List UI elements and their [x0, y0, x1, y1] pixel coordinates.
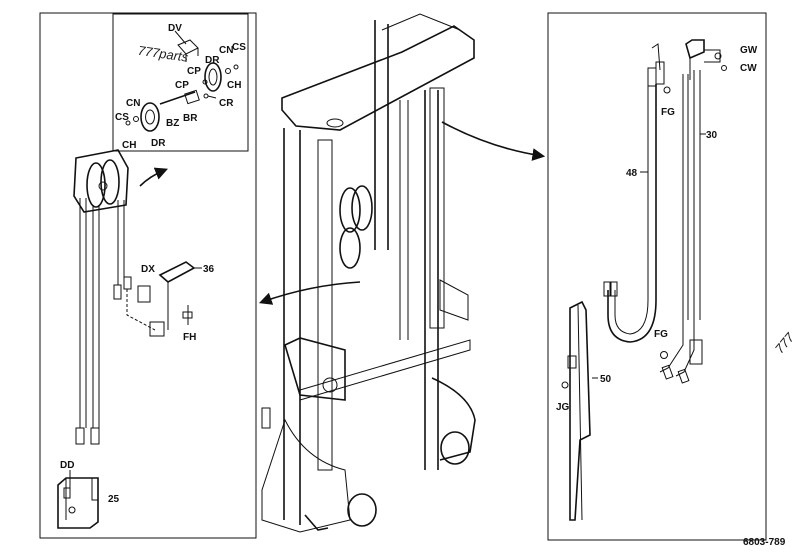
arrow-to-right-panel [441, 121, 546, 161]
label-dr-left: DR [151, 138, 166, 149]
screw-cs-left [125, 120, 131, 126]
hose-set-left [75, 198, 156, 445]
label-bz: BZ [166, 118, 179, 129]
shaft [159, 91, 196, 105]
carriage [284, 337, 346, 401]
label-cn-left: CN [126, 98, 140, 109]
label-cp-mid: CP [175, 80, 189, 91]
rail-50 [561, 300, 598, 521]
pulley-block [73, 149, 129, 213]
label-dr-top: DR [205, 55, 220, 66]
watermark-inset: 777parts [137, 43, 190, 65]
label-dd: DD [60, 460, 74, 471]
lift-cylinder-right [429, 87, 445, 329]
pulley-dr-top [204, 62, 222, 92]
washer-cn-top [225, 68, 231, 74]
left-panel-frame [39, 12, 257, 539]
label-50: 50 [600, 374, 612, 385]
lower-bracket [57, 470, 99, 529]
label-25: 25 [108, 494, 120, 505]
fitting-dx [137, 261, 202, 337]
arrow-to-inset [139, 167, 168, 187]
screw-cs-top [233, 64, 239, 70]
label-fg-top: FG [661, 107, 675, 118]
hose-set-right [603, 39, 727, 384]
label-cs-top: CS [232, 42, 246, 53]
label-cr: CR [219, 98, 234, 109]
arrow-to-left-panel [258, 281, 361, 305]
label-30: 30 [706, 130, 718, 141]
washer-cn-left [133, 116, 139, 122]
label-ch-top: CH [227, 80, 241, 91]
label-jg: JG [556, 402, 570, 413]
label-dv: DV [168, 23, 182, 34]
right-panel-frame [547, 12, 767, 541]
right-panel: GW CW FG 30 48 FG 50 JG [547, 12, 767, 541]
label-gw: GW [740, 45, 758, 56]
label-cs-left: CS [115, 112, 129, 123]
forklift-mast [261, 13, 476, 533]
label-fh: FH [183, 332, 196, 343]
left-panel: DV CN CS CP DR CH CP CR BR BZ CN CS CH D… [39, 12, 257, 539]
label-36: 36 [203, 264, 215, 275]
label-cp-top: CP [187, 66, 201, 77]
label-ch-left: CH [122, 140, 136, 151]
lift-cylinder-left [317, 139, 333, 471]
reference-code: 6803-789 [743, 537, 786, 548]
block-br [184, 89, 200, 105]
pulley-dr-bottom [140, 102, 160, 132]
label-dx: DX [141, 264, 155, 275]
label-br: BR [183, 113, 198, 124]
label-fg-bottom: FG [654, 329, 668, 340]
label-cw: CW [740, 63, 757, 74]
mast-top-crossbar [281, 25, 475, 131]
label-48: 48 [626, 168, 638, 179]
label-cn-top: CN [219, 45, 233, 56]
pulley-inset: DV CN CS CP DR CH CP CR BR BZ CN CS CH D… [112, 13, 249, 152]
watermark-edge: 777 [772, 329, 798, 356]
bolt-fh [182, 311, 193, 319]
